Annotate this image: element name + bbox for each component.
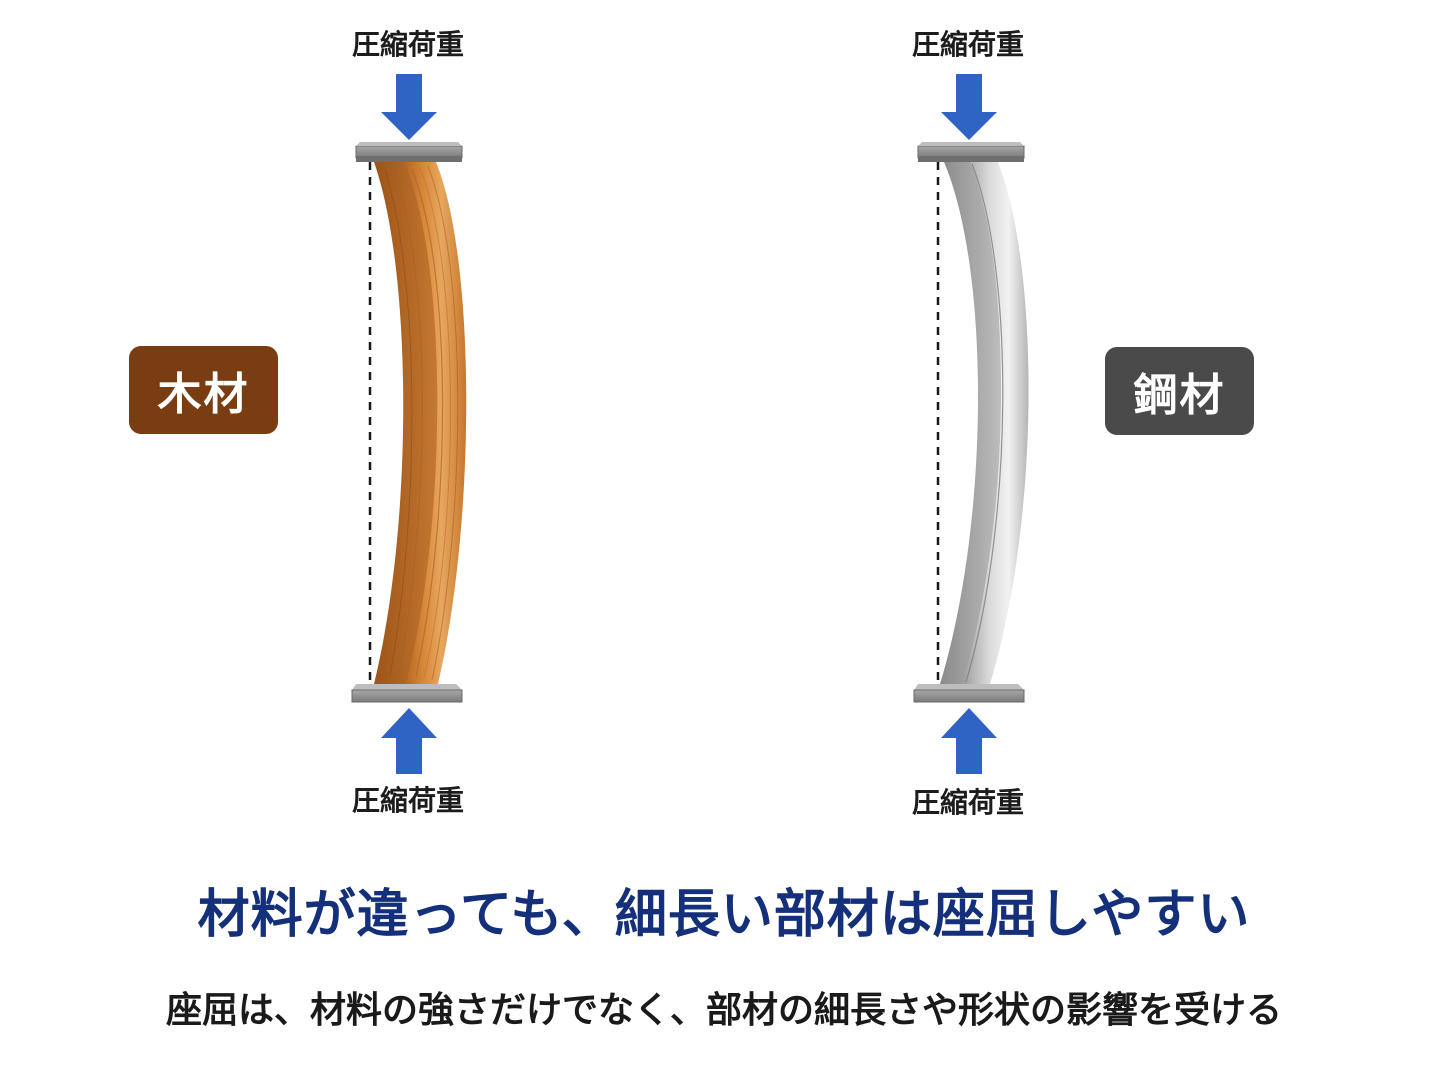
wood-bottom-plate [351, 684, 463, 703]
steel-bottom-plate [913, 684, 1025, 703]
steel-top-load-label: 圧縮荷重 [911, 28, 1024, 61]
wood-column [374, 162, 467, 684]
columns-illustration [351, 74, 1029, 774]
wood-bottom-load-label: 圧縮荷重 [351, 784, 464, 817]
wood-top-plate [355, 142, 463, 162]
steel-column [940, 162, 1029, 684]
steel-top-arrow-icon [941, 74, 997, 140]
wood-material-badge: 木材 [129, 346, 278, 434]
steel-top-plate [917, 142, 1025, 162]
steel-bottom-arrow-icon [941, 708, 997, 774]
wood-top-arrow-icon [381, 74, 437, 140]
buckling-diagram: 圧縮荷重 圧縮荷重 圧縮荷重 圧縮荷重 木材 鋼材 [129, 28, 1254, 819]
steel-material-badge: 鋼材 [1105, 347, 1254, 435]
steel-bottom-load-label: 圧縮荷重 [911, 786, 1024, 819]
headline: 材料が違っても、細長い部材は座屈しやすい [197, 885, 1251, 945]
wood-top-load-label: 圧縮荷重 [351, 28, 464, 61]
wood-bottom-arrow-icon [381, 708, 437, 774]
subline: 座屈は、材料の強さだけでなく、部材の細長さや形状の影響を受ける [165, 990, 1282, 1031]
